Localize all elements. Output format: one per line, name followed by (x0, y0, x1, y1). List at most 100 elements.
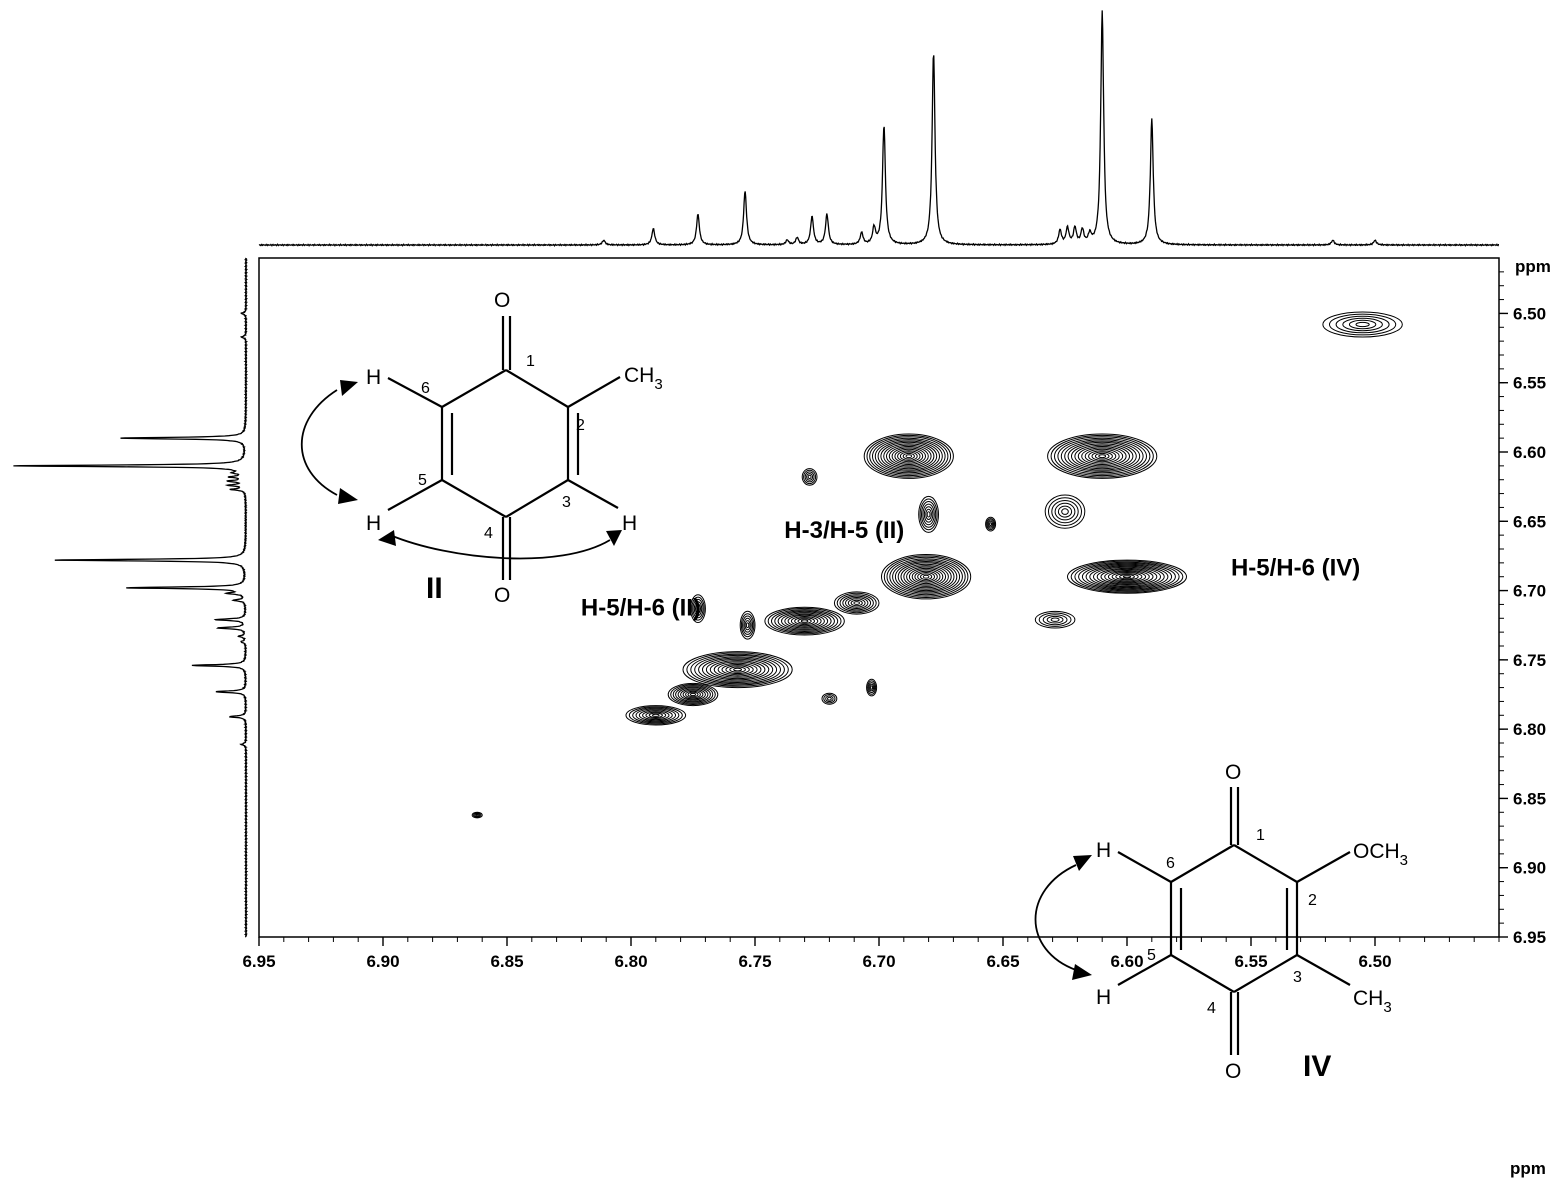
contour-level (1107, 571, 1147, 583)
arrowhead-icon (1073, 855, 1092, 871)
II-substituent-2: CH3 (624, 364, 663, 393)
x-tick-label: 6.60 (1110, 952, 1143, 971)
contour-level (900, 563, 952, 590)
contour-level (869, 436, 949, 477)
contour-level (794, 617, 815, 626)
y-axis-label: ppm (1515, 257, 1551, 276)
contour-level (693, 601, 703, 616)
arrowhead-icon (378, 530, 396, 546)
contour-level (787, 614, 822, 628)
peak-annotation: H-3/H-5 (II) (784, 517, 904, 544)
structure-II-labels: O O CH3 H H H 1 2 3 4 5 6 II (366, 289, 663, 607)
contour-level (1093, 566, 1161, 587)
contour-level (675, 686, 711, 703)
arrowhead-icon (606, 530, 622, 546)
II-num-4: 4 (484, 525, 493, 542)
contour-level (687, 691, 699, 698)
y-axis: 6.506.556.606.656.706.756.806.856.906.95 (1499, 271, 1546, 947)
II-num-1: 1 (526, 353, 535, 370)
contour-level (1054, 436, 1151, 477)
contour-level (667, 682, 719, 707)
IV-carbonyl-top: O (1225, 761, 1241, 784)
contour-level (1071, 443, 1134, 470)
y-tick-label: 6.65 (1513, 512, 1546, 531)
contour-level (988, 520, 994, 528)
contour-level (911, 569, 941, 585)
contour-level (1042, 614, 1068, 626)
contour-level (1115, 573, 1139, 581)
contour-level (632, 707, 680, 724)
contour-level (690, 653, 785, 686)
contour-level (771, 609, 839, 634)
contour-level (1111, 572, 1143, 582)
contour-level (880, 441, 938, 471)
contour-level (740, 613, 755, 638)
contour-level (1060, 439, 1144, 474)
contour-level (713, 661, 762, 678)
contour-level (685, 690, 701, 699)
contour-level (850, 599, 863, 607)
contour-level (790, 616, 819, 627)
x-tick-label: 6.90 (366, 952, 399, 971)
contour-level (1081, 563, 1173, 590)
contour-level (1335, 315, 1390, 334)
contour-level (823, 694, 836, 704)
II-num-6: 6 (421, 380, 430, 397)
contour-level (821, 692, 838, 705)
contour-level (894, 448, 924, 464)
y-tick-label: 6.55 (1513, 374, 1546, 393)
contour-level (1122, 575, 1132, 579)
contour-level (806, 473, 814, 481)
contour-level (926, 511, 931, 518)
contour-level (801, 468, 818, 486)
contour-level (892, 559, 961, 594)
contour-level (471, 811, 483, 819)
contour-level (863, 433, 954, 479)
II-h3: H (622, 512, 637, 535)
contour-level (764, 606, 845, 636)
contour-level (847, 598, 866, 608)
y-tick-label: 6.70 (1513, 582, 1546, 601)
contour-level (833, 591, 880, 615)
contour-level (1064, 440, 1141, 472)
contour-level (694, 654, 781, 685)
contour-level (725, 665, 750, 674)
contour-level (883, 555, 969, 599)
x-tick-label: 6.95 (242, 952, 275, 971)
contour-level (682, 651, 793, 689)
arrowhead-icon (338, 488, 358, 504)
contour-level (686, 652, 789, 687)
contour-level (695, 603, 701, 614)
contour-level (625, 705, 687, 726)
contour-level (745, 622, 750, 629)
contour-level (475, 813, 479, 817)
contour-level (1329, 313, 1397, 336)
x-tick-label: 6.80 (614, 952, 647, 971)
contour-level (986, 518, 996, 531)
contour-level (690, 594, 706, 623)
contour-level (1098, 454, 1107, 459)
IV-h5: H (1096, 986, 1111, 1009)
contour-level (1094, 452, 1110, 460)
contour-level (652, 713, 660, 717)
contour-level (922, 503, 935, 526)
contour-level (888, 446, 929, 467)
contour-level (920, 573, 933, 581)
contour-level (1104, 570, 1150, 584)
contour-level (743, 617, 752, 633)
arrowhead-icon (1072, 964, 1092, 980)
IV-substituent-3: CH3 (1353, 987, 1392, 1016)
contour-level (925, 508, 932, 521)
y-tick-label: 6.75 (1513, 651, 1546, 670)
contour-level (777, 611, 832, 631)
contour-level (1034, 610, 1076, 629)
contour-level (1088, 450, 1117, 463)
II-num-3: 3 (562, 494, 571, 511)
contour-level (908, 567, 944, 586)
contour-level (717, 662, 758, 677)
contour-level (1091, 451, 1113, 461)
contour-level (670, 684, 716, 705)
contour-level (897, 450, 921, 463)
